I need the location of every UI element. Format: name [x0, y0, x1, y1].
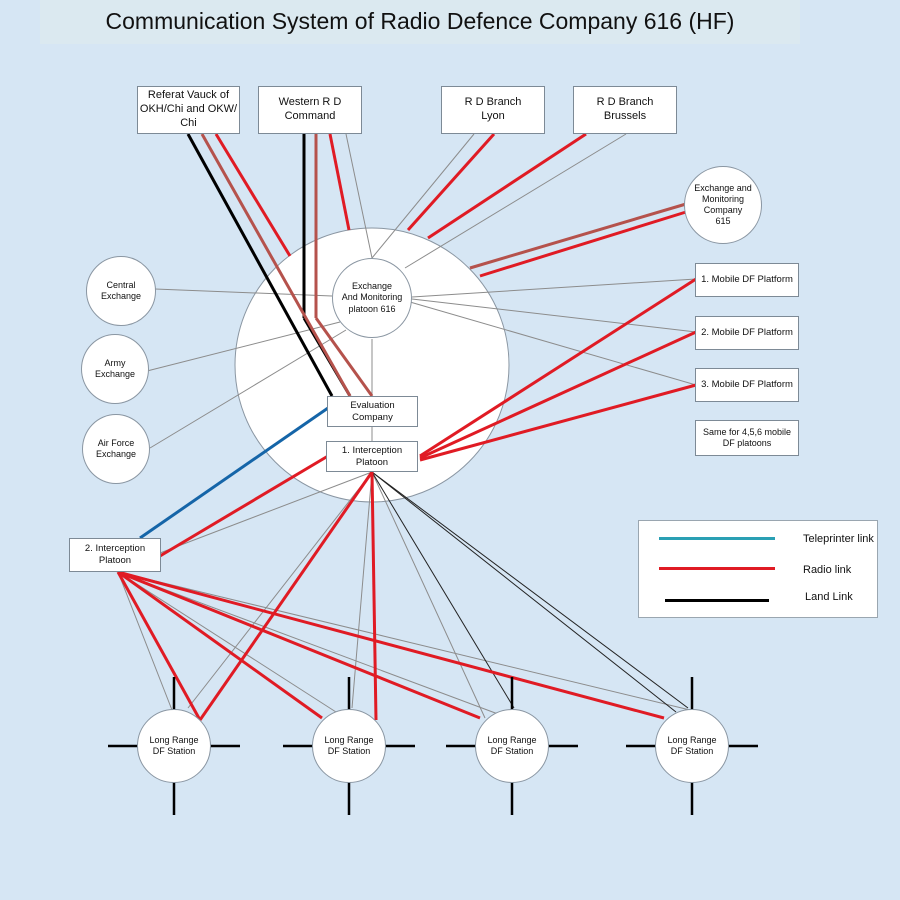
mobile-df-platform-2: 2. Mobile DF Platform — [695, 316, 799, 350]
legend-land-label: Land Link — [805, 591, 853, 603]
radio-link-mobile3 — [419, 383, 697, 462]
legend-teleprinter-swatch — [659, 537, 775, 540]
df-antennas — [108, 677, 758, 815]
radio-link-interception2-df2 — [117, 570, 323, 720]
df-antenna-1 — [108, 677, 240, 815]
radio-link-western — [328, 133, 351, 231]
radio-link-interception2-df1 — [116, 571, 202, 721]
link-platoon616-mobile2 — [411, 298, 697, 333]
link-platoon616-mobile1 — [411, 278, 697, 298]
link-brussels-platoon616 — [404, 133, 627, 269]
long-range-df-station-1: Long Range DF Station — [137, 709, 211, 783]
interception-platoon-1-box: 1. Interception Platoon — [326, 441, 418, 472]
mobile-df-platform-1: 1. Mobile DF Platform — [695, 263, 799, 297]
radio-link-interception1-interception2 — [159, 454, 329, 558]
army-exchange: Army Exchange — [81, 334, 149, 404]
link-interception1-df3 — [371, 471, 486, 719]
link-interception1-interception2 — [159, 471, 373, 554]
brown-link-western-b — [314, 317, 374, 397]
radio-link-interception2-df4 — [117, 570, 665, 720]
link-interception2-df4 — [117, 571, 691, 711]
rd-branch-brussels-box: R D Branch Brussels — [573, 86, 677, 134]
radio-link-company615 — [479, 210, 687, 278]
evaluation-company-box: Evaluation Company — [327, 396, 418, 427]
radio-link-interception1-df1 — [198, 471, 374, 721]
interception-platoon-2-box: 2. Interception Platoon — [69, 538, 161, 572]
link-interception2-df1 — [117, 571, 173, 711]
land-link-referat-evaluation — [186, 133, 334, 397]
radio-link-lyon — [406, 132, 496, 232]
link-interception2-df3 — [117, 571, 499, 715]
link-platoon616-mobile3 — [409, 301, 697, 386]
central-exchange: Central Exchange — [86, 256, 156, 326]
radio-link-mobile1 — [419, 277, 697, 458]
link-airforce-platoon616 — [149, 329, 347, 449]
link-interception2-df2 — [117, 571, 337, 713]
link-interception1-df3-land — [371, 471, 515, 709]
radio-link-interception2-df3 — [117, 570, 481, 720]
radio-link-referat — [214, 133, 292, 257]
link-army-platoon616 — [146, 321, 341, 372]
teleprinter-link-interception2-evaluation — [139, 406, 329, 540]
exchange-monitoring-platoon-616: Exchange And Monitoring platoon 616 — [332, 258, 412, 338]
brown-link-company615-platoon616 — [469, 202, 687, 270]
brown-link-referat-evaluation — [200, 133, 352, 397]
radio-link-brussels — [427, 132, 587, 240]
long-range-df-station-3: Long Range DF Station — [475, 709, 549, 783]
diagram-title: Communication System of Radio Defence Co… — [105, 8, 735, 34]
link-interception1-df4-land-b — [371, 471, 677, 713]
legend-teleprinter-label: Teleprinter link — [803, 533, 874, 545]
link-western-platoon616 — [345, 133, 373, 259]
df-antenna-3 — [446, 677, 578, 815]
brown-links — [200, 133, 687, 397]
legend-radio-label: Radio link — [803, 564, 852, 576]
df-antenna-2 — [283, 677, 415, 815]
air-force-exchange: Air Force Exchange — [82, 414, 150, 484]
df-antenna-4 — [626, 677, 758, 815]
radio-link-mobile2 — [419, 330, 697, 460]
exchange-monitoring-company-615: Exchange and Monitoring Company 615 — [684, 166, 762, 244]
mobile-df-platform-3: 3. Mobile DF Platform — [695, 368, 799, 402]
radio-link-interception1-df2 — [370, 471, 378, 721]
referat-vauck-box: Referat Vauck of OKH/Chi and OKW/ Chi — [137, 86, 240, 134]
legend: Teleprinter link Radio link Land Link — [638, 520, 878, 618]
title-bar — [40, 0, 800, 44]
link-lyon-platoon616 — [371, 133, 475, 259]
thin-black-links — [371, 471, 689, 713]
legend-radio-swatch — [659, 567, 775, 570]
legend-land-swatch — [665, 599, 769, 602]
radio-links — [116, 132, 697, 721]
rd-branch-lyon-box: R D Branch Lyon — [441, 86, 545, 134]
long-range-df-station-2: Long Range DF Station — [312, 709, 386, 783]
long-range-df-station-4: Long Range DF Station — [655, 709, 729, 783]
link-interception1-df4-land-a — [371, 471, 689, 709]
link-interception1-df1 — [187, 471, 373, 709]
mobile-df-platoons-note: Same for 4,5,6 mobile DF platoons — [695, 420, 799, 456]
western-rd-command-box: Western R D Command — [258, 86, 362, 134]
